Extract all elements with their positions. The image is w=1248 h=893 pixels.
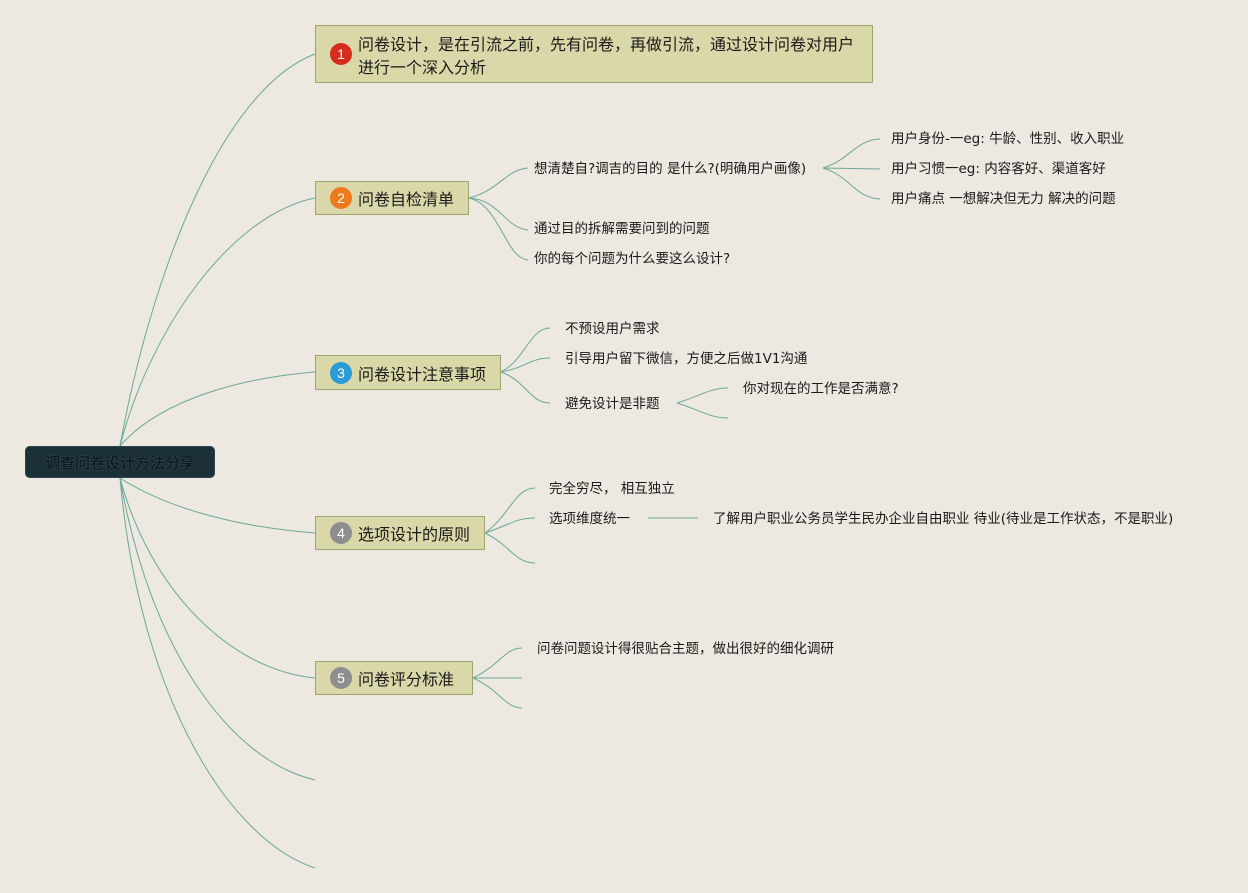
number-badge-2-icon: 2 [330, 187, 352, 209]
link-t2-a [468, 167, 529, 199]
link-t4-a [484, 487, 536, 534]
link-t3-c [500, 371, 551, 404]
subtopic-3c1[interactable]: 你对现在的工作是否满意? [743, 381, 899, 397]
topic-2[interactable]: 2 问卷自检清单 [315, 181, 469, 215]
link-t4-b [484, 517, 536, 534]
topic-4[interactable]: 4 选项设计的原则 [315, 516, 485, 550]
number-badge-5-icon: 5 [330, 667, 352, 689]
subtopic-3c[interactable]: 避免设计是非题 [565, 396, 660, 412]
subtopic-4b[interactable]: 选项维度统一 [549, 511, 630, 527]
link-t5-a [472, 647, 523, 679]
link-t2-b [468, 197, 529, 231]
link-t2-a2 [822, 167, 881, 170]
link-t3-c1 [676, 387, 729, 404]
subtopic-2a3[interactable]: 用户痛点 一想解决但无力 解决的问题 [891, 191, 1116, 207]
subtopic-2a[interactable]: 想清楚自?调吉的目的 是什么?(明确用户画像) [534, 161, 807, 177]
topic-3[interactable]: 3 问卷设计注意事项 [315, 355, 501, 390]
link-root-t1 [119, 53, 316, 447]
subtopic-2b[interactable]: 通过目的拆解需要问到的问题 [534, 221, 710, 237]
link-t3-b [500, 357, 551, 373]
link-t4-c [484, 532, 536, 564]
topic-4-label: 选项设计的原则 [358, 525, 471, 544]
topic-5-label: 问卷评分标准 [358, 670, 455, 689]
subtopic-2a1[interactable]: 用户身份-一eg: 牛龄、性别、收入职业 [891, 131, 1125, 147]
subtopic-5a[interactable]: 问卷问题设计得很贴合主题，做出很好的细化调研 [537, 641, 834, 657]
link-t2-a3 [822, 167, 881, 200]
subtopic-3b[interactable]: 引导用户留下微信，方便之后做1V1沟通 [565, 351, 808, 367]
link-t5-c [472, 677, 523, 709]
subtopic-3a[interactable]: 不预设用户需求 [565, 321, 660, 337]
subtopic-4b1[interactable]: 了解用户职业公务员学生民办企业自由职业 待业(待业是工作状态，不是职业) [713, 511, 1174, 527]
subtopic-2a2[interactable]: 用户习惯一eg: 内容客好、渠道客好 [891, 161, 1106, 177]
link-root-t4 [119, 477, 316, 534]
link-t3-a [500, 327, 551, 373]
link-root-t5 [119, 477, 316, 679]
number-badge-3-icon: 3 [330, 361, 352, 384]
number-badge-4-icon: 4 [330, 522, 352, 544]
link-t2-c [468, 197, 529, 261]
topic-1[interactable]: 1 问卷设计，是在引流之前，先有问卷，再做引流，通过设计问卷对用户进行一个深入分… [315, 25, 873, 83]
link-t2-a1 [822, 138, 881, 169]
topic-1-label: 问卷设计，是在引流之前，先有问卷，再做引流，通过设计问卷对用户进行一个深入分析 [358, 35, 855, 77]
link-root-t2 [119, 197, 316, 447]
root-label: 调查问卷设计方法分享 [44, 453, 195, 472]
topic-2-label: 问卷自检清单 [358, 190, 455, 209]
topic-3-label: 问卷设计注意事项 [358, 364, 487, 384]
subtopic-2c[interactable]: 你的每个问题为什么要这么设计? [534, 251, 731, 267]
root-topic[interactable]: 调查问卷设计方法分享 [25, 446, 215, 478]
subtopic-4a[interactable]: 完全穷尽， 相互独立 [549, 481, 675, 497]
link-root-empty1 [119, 477, 316, 781]
link-root-empty2 [119, 477, 316, 869]
topic-5[interactable]: 5 问卷评分标准 [315, 661, 473, 695]
number-badge-1-icon: 1 [330, 43, 352, 65]
link-root-t3 [119, 371, 316, 447]
link-t3-c2 [676, 402, 729, 419]
